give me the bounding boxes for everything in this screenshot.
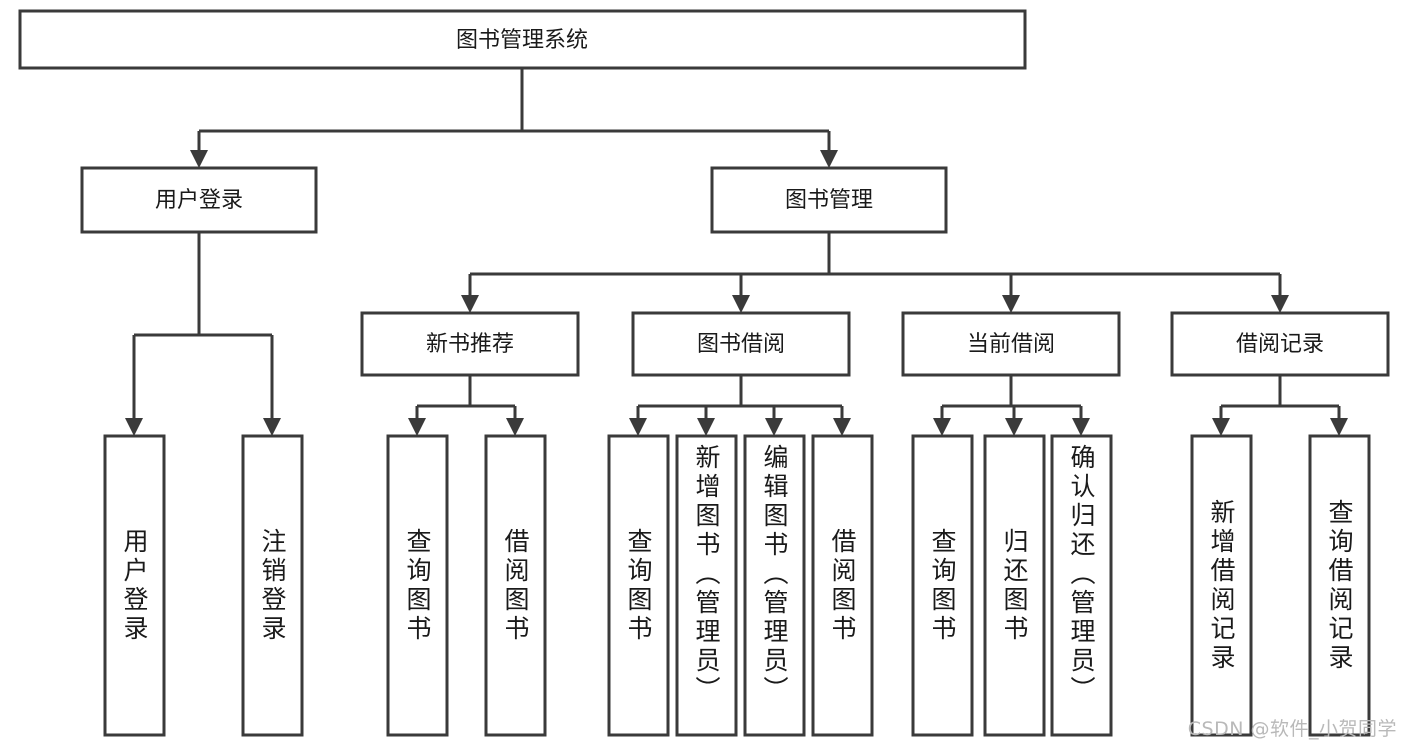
arrow-head-leaf-user-login xyxy=(125,418,143,436)
node-book-borrow[interactable]: 图书借阅 xyxy=(631,311,851,377)
node-leaf-add-record-box[interactable] xyxy=(1190,434,1253,737)
arrow-head-leaf-query-book-1 xyxy=(408,418,426,436)
arrow-head-user-login xyxy=(190,150,208,168)
node-borrow-record-box[interactable] xyxy=(1170,311,1390,377)
node-leaf-edit-book-box[interactable] xyxy=(743,434,806,737)
node-new-book-rec-box[interactable] xyxy=(360,311,580,377)
node-leaf-return-book-box[interactable] xyxy=(983,434,1046,737)
arrow-head-current-borrow xyxy=(1002,295,1020,313)
node-new-book-rec-label: 新书推荐 xyxy=(426,332,514,357)
node-root-label: 图书管理系统 xyxy=(456,28,588,53)
node-book-manage-label: 图书管理 xyxy=(785,188,873,213)
node-user-login-box[interactable] xyxy=(80,166,318,234)
arrow-head-leaf-add-book xyxy=(697,418,715,436)
arrow-head-leaf-query-book-3 xyxy=(933,418,951,436)
node-user-login[interactable]: 用户登录 xyxy=(80,166,318,234)
node-leaf-user-logout-box[interactable] xyxy=(241,434,304,737)
arrow-head-leaf-borrow-book-1 xyxy=(506,418,524,436)
arrow-head-leaf-query-book-2 xyxy=(629,418,647,436)
arrow-head-leaf-add-record xyxy=(1212,418,1230,436)
leaf-box-layer xyxy=(103,434,1371,737)
node-book-manage-box[interactable] xyxy=(710,166,948,234)
arrow-head-leaf-borrow-book-2 xyxy=(833,418,851,436)
node-book-manage[interactable]: 图书管理 xyxy=(710,166,948,234)
arrow-head-leaf-edit-book xyxy=(765,418,783,436)
connector-layer xyxy=(125,68,1348,436)
node-user-login-label: 用户登录 xyxy=(155,188,243,213)
arrow-head-leaf-confirm-return xyxy=(1072,418,1090,436)
arrow-head-borrow-record xyxy=(1271,295,1289,313)
node-leaf-add-book-box[interactable] xyxy=(675,434,738,737)
node-leaf-query-book-1-box[interactable] xyxy=(386,434,449,737)
node-current-borrow-label: 当前借阅 xyxy=(967,332,1055,357)
arrow-head-leaf-return-book xyxy=(1005,418,1023,436)
arrow-head-book-borrow xyxy=(732,295,750,313)
node-leaf-query-record-box[interactable] xyxy=(1308,434,1371,737)
node-current-borrow-box[interactable] xyxy=(901,311,1121,377)
node-borrow-record-label: 借阅记录 xyxy=(1236,332,1324,357)
watermark-text: CSDN @软件_小贺同学 xyxy=(1187,718,1397,740)
node-leaf-query-book-3-box[interactable] xyxy=(911,434,974,737)
arrow-head-book-manage xyxy=(820,150,838,168)
arrow-head-leaf-user-logout xyxy=(263,418,281,436)
node-current-borrow[interactable]: 当前借阅 xyxy=(901,311,1121,377)
node-book-borrow-box[interactable] xyxy=(631,311,851,377)
node-root[interactable]: 图书管理系统 xyxy=(18,9,1027,70)
node-leaf-query-book-2-box[interactable] xyxy=(607,434,670,737)
node-leaf-confirm-return-box[interactable] xyxy=(1050,434,1113,737)
node-borrow-record[interactable]: 借阅记录 xyxy=(1170,311,1390,377)
node-new-book-rec[interactable]: 新书推荐 xyxy=(360,311,580,377)
node-leaf-user-login-box[interactable] xyxy=(103,434,166,737)
node-root-box[interactable] xyxy=(18,9,1027,70)
arrow-head-leaf-query-record xyxy=(1330,418,1348,436)
node-leaf-borrow-book-1-box[interactable] xyxy=(484,434,547,737)
arrow-head-new-book-rec xyxy=(461,295,479,313)
node-leaf-borrow-book-2-box[interactable] xyxy=(811,434,874,737)
node-book-borrow-label: 图书借阅 xyxy=(697,332,785,357)
